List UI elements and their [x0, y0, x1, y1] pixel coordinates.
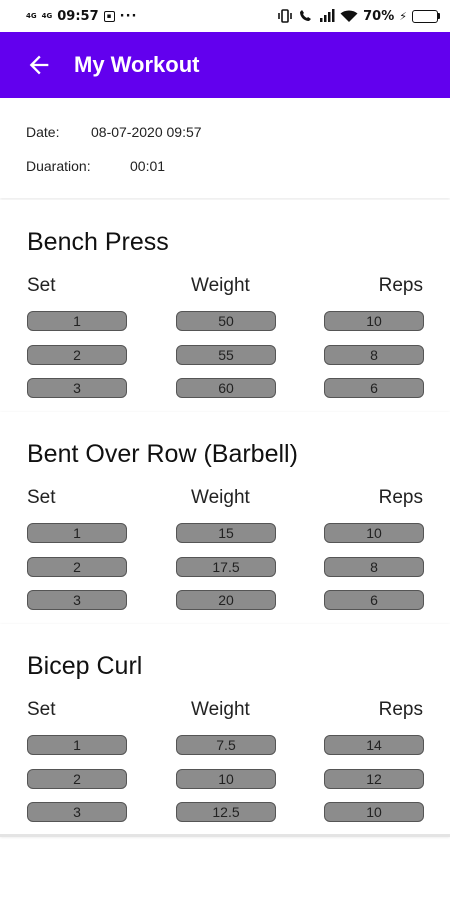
bottom-divider [0, 834, 450, 837]
status-left: 4G 4G 09:57 ▪ ··· [26, 9, 137, 24]
duration-label: Duaration: [26, 158, 91, 174]
battery-percent: 70% [363, 8, 395, 24]
exercise-card-bench-press: Bench Press Set Weight Reps 1 50 10 2 55… [0, 200, 450, 412]
network-4g-icon-2: 4G [41, 11, 53, 20]
app-bar: My Workout [0, 32, 450, 98]
set-number-field[interactable]: 3 [27, 802, 127, 822]
signal-icon [320, 9, 335, 22]
reps-field[interactable]: 8 [324, 557, 424, 577]
reps-header: Reps [378, 487, 423, 508]
weight-header: Weight [191, 487, 250, 508]
battery-icon [412, 9, 440, 23]
status-bar: 4G 4G 09:57 ▪ ··· 70% ⚡ [0, 0, 450, 32]
weight-field[interactable]: 15 [176, 523, 276, 543]
weight-field[interactable]: 7.5 [176, 735, 276, 755]
weight-header: Weight [191, 275, 250, 296]
set-number-field[interactable]: 3 [27, 590, 127, 610]
weight-field[interactable]: 20 [176, 590, 276, 610]
status-time: 09:57 [57, 8, 99, 24]
weight-field[interactable]: 17.5 [176, 557, 276, 577]
weight-field[interactable]: 55 [176, 345, 276, 365]
more-notifications-icon: ··· [119, 8, 138, 24]
weight-header: Weight [191, 699, 250, 720]
wifi-icon [340, 10, 358, 22]
reps-field[interactable]: 8 [324, 345, 424, 365]
exercise-name: Bicep Curl [27, 652, 143, 680]
page-title: My Workout [74, 52, 200, 77]
charging-icon: ⚡ [399, 9, 407, 23]
weight-field[interactable]: 10 [176, 769, 276, 789]
reps-header: Reps [378, 275, 423, 296]
set-number-field[interactable]: 1 [27, 735, 127, 755]
wifi-calling-icon [300, 10, 312, 21]
date-label: Date: [26, 124, 60, 140]
set-number-field[interactable]: 1 [27, 311, 127, 331]
reps-field[interactable]: 6 [324, 590, 424, 610]
reps-field[interactable]: 10 [324, 802, 424, 822]
set-number-field[interactable]: 1 [27, 523, 127, 543]
duration-value: 00:01 [130, 158, 166, 174]
workout-info: Date: 08-07-2020 09:57 Duaration: 00:01 [0, 98, 450, 198]
set-number-field[interactable]: 2 [27, 345, 127, 365]
back-button[interactable] [24, 50, 54, 80]
set-header: Set [27, 275, 56, 296]
set-header: Set [27, 699, 56, 720]
reps-field[interactable]: 6 [324, 378, 424, 398]
weight-field[interactable]: 12.5 [176, 802, 276, 822]
weight-field[interactable]: 60 [176, 378, 276, 398]
exercise-card-bent-over-row: Bent Over Row (Barbell) Set Weight Reps … [0, 412, 450, 624]
network-4g-icon: 4G [26, 11, 37, 20]
set-header: Set [27, 487, 56, 508]
date-value: 08-07-2020 09:57 [91, 124, 202, 140]
exercise-name: Bent Over Row (Barbell) [27, 440, 298, 468]
exercise-card-bicep-curl: Bicep Curl Set Weight Reps 1 7.5 14 2 10… [0, 624, 450, 836]
notification-icon: ▪ [103, 10, 115, 22]
set-number-field[interactable]: 2 [27, 557, 127, 577]
reps-field[interactable]: 12 [324, 769, 424, 789]
vibrate-icon [278, 9, 292, 23]
set-number-field[interactable]: 3 [27, 378, 127, 398]
status-right: 70% ⚡ [277, 9, 440, 24]
reps-field[interactable]: 14 [324, 735, 424, 755]
arrow-left-icon [29, 55, 49, 75]
weight-field[interactable]: 50 [176, 311, 276, 331]
set-number-field[interactable]: 2 [27, 769, 127, 789]
reps-field[interactable]: 10 [324, 311, 424, 331]
exercise-name: Bench Press [27, 228, 169, 256]
reps-field[interactable]: 10 [324, 523, 424, 543]
reps-header: Reps [378, 699, 423, 720]
